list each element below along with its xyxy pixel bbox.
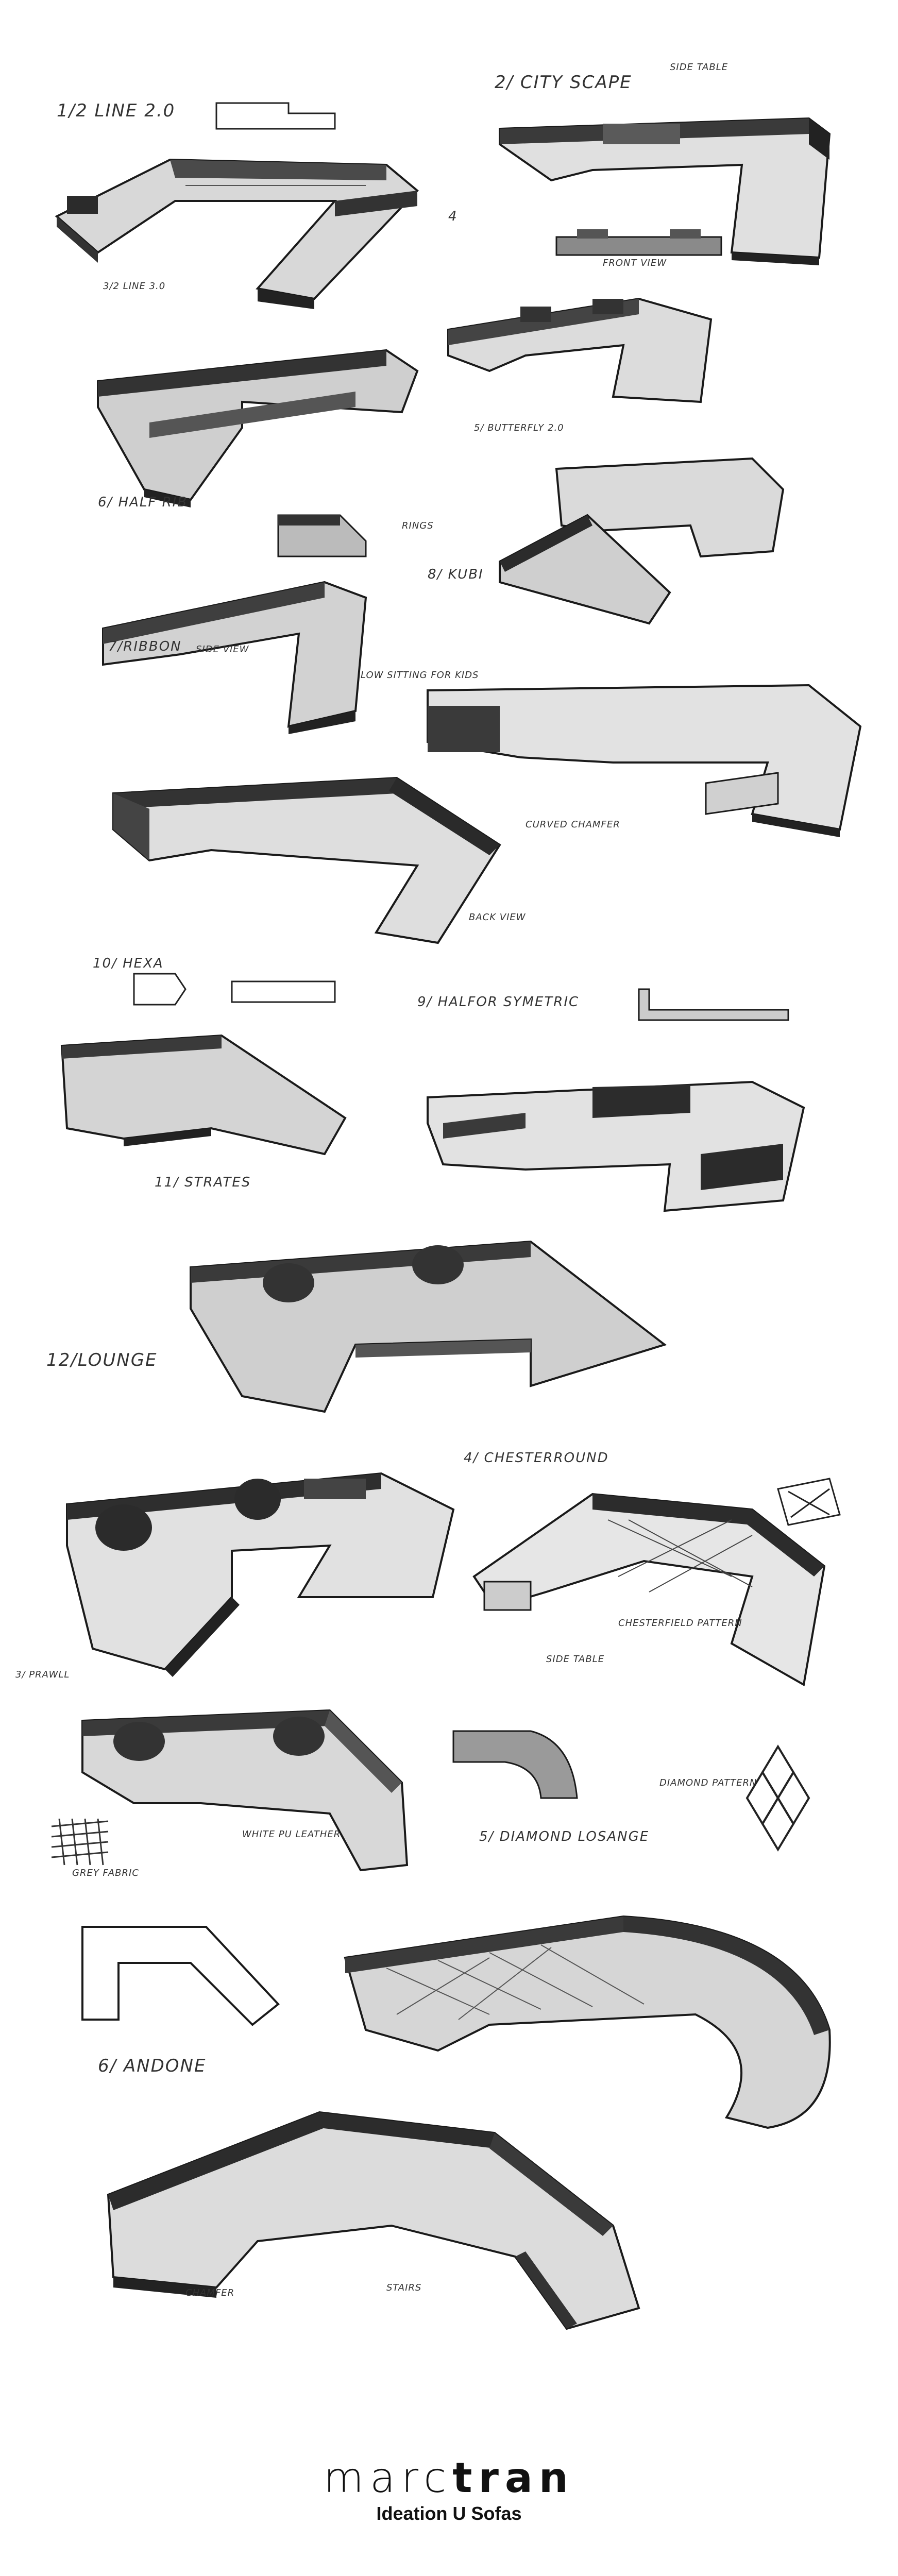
elevation-sketch bbox=[555, 227, 722, 258]
sofa-sketch bbox=[495, 448, 804, 644]
sketch-label: 1/2 LINE 2.0 bbox=[57, 100, 176, 121]
sofa-drawing bbox=[472, 1493, 826, 1687]
sofa-sketch bbox=[417, 659, 866, 845]
elevation-drawing bbox=[555, 229, 722, 256]
sketch-label: 8/ KUBI bbox=[428, 567, 484, 582]
brand-block: marctran Ideation U Sofas bbox=[0, 2458, 898, 2524]
sofa-drawing bbox=[107, 2111, 640, 2330]
sofa-drawing bbox=[60, 1034, 347, 1156]
sofa-sketch bbox=[98, 556, 386, 734]
section-number: 4 bbox=[448, 209, 458, 224]
sketch-label: 2/ CITY SCAPE bbox=[495, 72, 632, 93]
sofa-drawing bbox=[55, 102, 419, 309]
elevation-sketch bbox=[129, 969, 345, 1010]
sofa-sketch bbox=[108, 762, 505, 948]
sofa-sketch bbox=[88, 330, 428, 507]
fabric-swatch bbox=[51, 1818, 109, 1866]
diamond-drawing bbox=[745, 1744, 810, 1852]
sketch-label: 11/ STRATES bbox=[155, 1175, 251, 1190]
sofa-drawing bbox=[97, 349, 419, 507]
profile-drawing bbox=[81, 1926, 280, 2026]
profile-drawing bbox=[277, 514, 367, 557]
annotation-label: SIDE VIEW bbox=[196, 644, 249, 655]
sofa-sketch bbox=[443, 268, 732, 417]
sketch-label: 10/ HEXA bbox=[93, 956, 164, 971]
annotation-label: RINGS bbox=[402, 520, 434, 531]
fabric-drawing bbox=[51, 1818, 109, 1866]
sketch-label: 3/ PRAWLL bbox=[15, 1669, 70, 1680]
brand-name-light: marc bbox=[324, 2454, 453, 2502]
brand-tagline: Ideation U Sofas bbox=[376, 2503, 522, 2524]
sofa-drawing bbox=[427, 684, 862, 837]
annotation-label: SIDE TABLE bbox=[546, 1654, 605, 1665]
annotation-label: SIDE TABLE bbox=[670, 62, 728, 73]
annotation-label: DIAMOND PATTERN bbox=[659, 1777, 757, 1788]
sofa-drawing bbox=[499, 117, 831, 265]
sofa-drawing bbox=[112, 776, 501, 944]
annotation-label: GREY FABRIC bbox=[72, 1868, 139, 1878]
sketch-label: 6/ HALF RIB bbox=[98, 495, 188, 510]
sofa-sketch bbox=[72, 1700, 422, 1872]
elevation-drawing bbox=[133, 973, 336, 1006]
sofa-drawing bbox=[102, 581, 367, 734]
sofa-sketch bbox=[489, 88, 850, 265]
diamond-pattern-sketch bbox=[737, 1741, 819, 1875]
sofa-sketch bbox=[422, 1041, 814, 1216]
brand-name-bold: tran bbox=[452, 2454, 574, 2502]
sofa-drawing bbox=[427, 1080, 805, 1212]
sofa-drawing bbox=[81, 1709, 409, 1872]
annotation-label: STAIRS bbox=[386, 2282, 422, 2293]
annotation-label: CURVED CHAMFER bbox=[526, 819, 620, 830]
sketch-label: 5/ DIAMOND LOSANGE bbox=[479, 1829, 650, 1844]
sketch-label: 9/ HALFOR SYMETRIC bbox=[417, 994, 580, 1010]
sketch-label: 3/2 LINE 3.0 bbox=[103, 281, 166, 292]
profile-sketch bbox=[273, 505, 376, 562]
sofa-sketch bbox=[46, 82, 438, 309]
profile-drawing bbox=[452, 1730, 578, 1799]
profile-drawing bbox=[638, 988, 789, 1021]
sofa-drawing bbox=[66, 1472, 455, 1677]
sofa-drawing bbox=[190, 1240, 667, 1413]
sofa-drawing bbox=[344, 1915, 831, 2129]
sofa-drawing bbox=[447, 297, 713, 403]
annotation-label: CHESTERFIELD PATTERN bbox=[618, 1618, 742, 1629]
profile-sketch bbox=[634, 988, 799, 1025]
sofa-sketch bbox=[464, 1473, 835, 1690]
sketch-label: 5/ BUTTERFLY 2.0 bbox=[474, 422, 564, 433]
sofa-sketch bbox=[62, 1443, 464, 1680]
pattern-drawing bbox=[777, 1478, 841, 1526]
sketch-label: 7/RIBBON bbox=[108, 639, 182, 654]
sketch-label: 6/ ANDONE bbox=[98, 2056, 207, 2076]
profile-sketch bbox=[72, 1917, 289, 2030]
profile-sketch bbox=[443, 1721, 587, 1803]
sketch-label: 12/LOUNGE bbox=[46, 1350, 158, 1370]
sofa-drawing bbox=[499, 457, 785, 625]
annotation-label: CHAMFER bbox=[185, 2287, 235, 2298]
sofa-sketch bbox=[57, 1025, 366, 1164]
sofa-sketch bbox=[103, 2092, 670, 2334]
annotation-label: LOW SITTING FOR KIDS bbox=[361, 670, 479, 681]
pattern-sketch bbox=[773, 1473, 845, 1530]
sofa-sketch bbox=[170, 1226, 675, 1422]
sofa-sketch bbox=[335, 1896, 850, 2133]
annotation-label: BACK VIEW bbox=[469, 912, 526, 923]
annotation-label: FRONT VIEW bbox=[603, 258, 667, 268]
brand-wordmark: marctran bbox=[0, 2458, 898, 2499]
annotation-label: WHITE PU LEATHER bbox=[242, 1829, 341, 1840]
sketch-label: 4/ CHESTERROUND bbox=[464, 1450, 609, 1466]
